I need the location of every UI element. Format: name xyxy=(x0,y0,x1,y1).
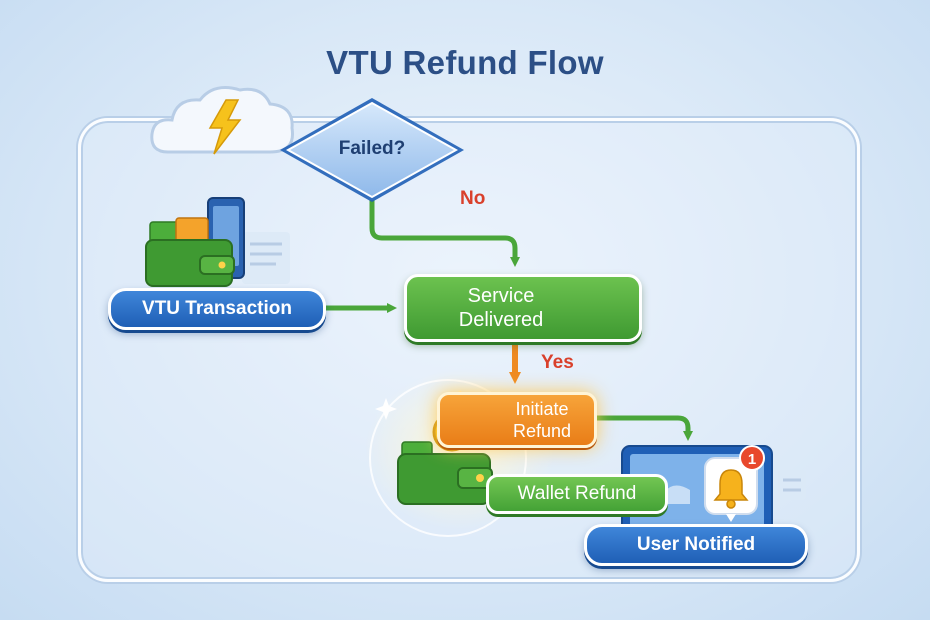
bell-icon xyxy=(704,457,758,522)
cloud-lightning-icon xyxy=(150,86,295,155)
initiate-label: Initiate Refund xyxy=(512,399,572,441)
wallet-phone-icon xyxy=(145,197,290,287)
edge-no xyxy=(369,200,520,267)
svg-text:1: 1 xyxy=(748,451,756,468)
node-initiate-refund: Initiate Refund xyxy=(437,392,597,448)
service-label: Service Delivered xyxy=(458,285,544,331)
sparkle-icon xyxy=(375,398,397,420)
node-user-notified: User Notified xyxy=(584,524,808,566)
diagram-title: VTU Refund Flow xyxy=(326,44,604,81)
edge-label-no: No xyxy=(460,188,486,209)
node-service-delivered: Service Delivered xyxy=(404,274,642,342)
node-wallet-refund: Wallet Refund xyxy=(486,474,668,514)
edge-label-yes: Yes xyxy=(541,352,574,373)
wallet-icon xyxy=(397,441,493,505)
notification-badge: 1 xyxy=(739,445,765,471)
edge-initiate-notified xyxy=(595,415,693,441)
decision-diamond xyxy=(280,98,464,202)
decision-label: Failed? xyxy=(338,138,406,159)
node-vtu-transaction: VTU Transaction xyxy=(108,288,326,330)
